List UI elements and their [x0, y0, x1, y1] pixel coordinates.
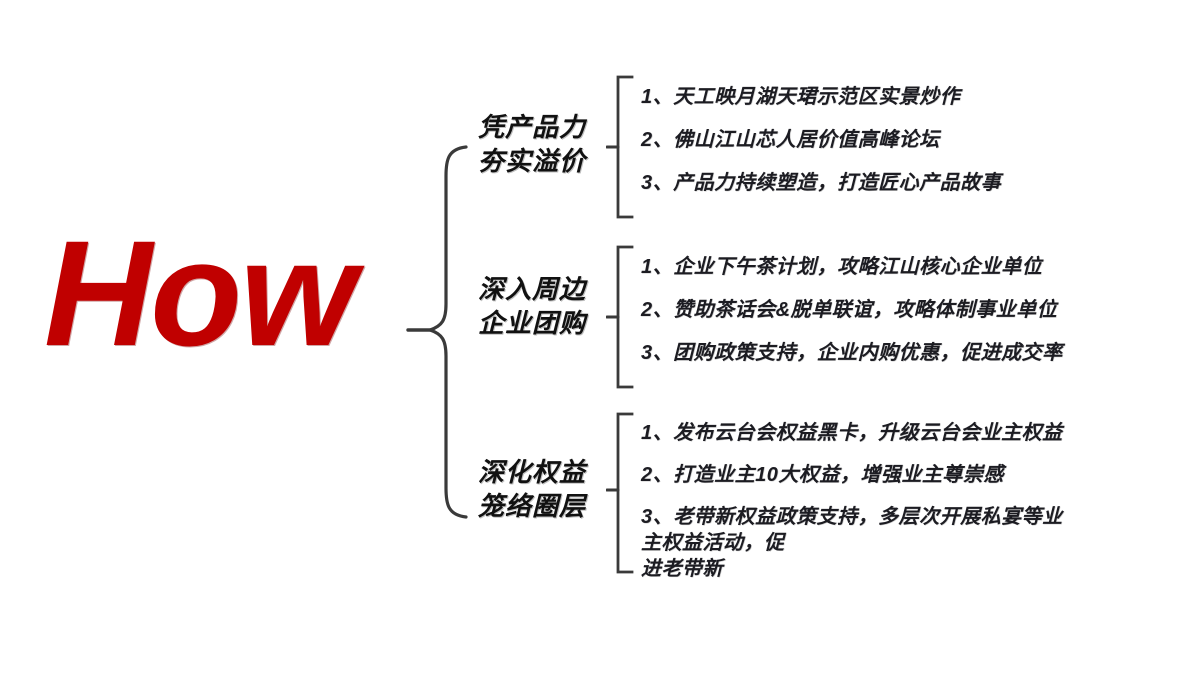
- list-item: 1、企业下午茶计划，攻略江山核心企业单位: [641, 256, 1043, 278]
- group-label-2-line2: 企业团购: [477, 308, 586, 338]
- group-label-1-line2: 夯实溢价: [477, 146, 586, 176]
- group-3-item-list: 1、发布云台会权益黑卡，升级云台会业主权益 2、打造业主10大权益，增强业主尊崇…: [641, 420, 1071, 598]
- list-item: 1、天工映月湖天珺示范区实景炒作: [641, 86, 961, 108]
- list-item: 1、发布云台会权益黑卡，升级云台会业主权益: [641, 422, 1063, 444]
- list-item: 2、佛山江山芯人居价值高峰论坛: [641, 129, 940, 151]
- group-1-item-list: 1、天工映月湖天珺示范区实景炒作 2、佛山江山芯人居价值高峰论坛 3、产品力持续…: [641, 84, 1001, 196]
- group-label-3: 深化权益 笼络圈层: [452, 455, 612, 523]
- group-label-1: 凭产品力 夯实溢价: [452, 110, 612, 178]
- group-2-item-list: 1、企业下午茶计划，攻略江山核心企业单位 2、赞助茶话会&脱单联谊，攻略体制事业…: [641, 254, 1063, 366]
- list-item: 2、打造业主10大权益，增强业主尊崇感: [641, 464, 1004, 486]
- group-label-3-line2: 笼络圈层: [477, 491, 586, 521]
- left-curly-brace-icon: [404, 144, 474, 520]
- list-item: 2、赞助茶话会&脱单联谊，攻略体制事业单位: [641, 299, 1058, 321]
- page-title: How: [44, 209, 357, 377]
- list-item: 3、产品力持续塑造，打造匠心产品故事: [641, 172, 1002, 194]
- group-label-3-line1: 深化权益: [477, 457, 586, 487]
- square-bracket-icon-3: [606, 411, 640, 575]
- group-label-2-line1: 深入周边: [477, 274, 586, 304]
- group-label-1-line1: 凭产品力: [477, 112, 586, 142]
- square-bracket-icon-2: [606, 244, 640, 390]
- square-bracket-icon-1: [606, 74, 640, 220]
- group-label-2: 深入周边 企业团购: [452, 272, 612, 340]
- list-item: 3、老带新权益政策支持，多层次开展私宴等业主权益活动，促 进老带新: [641, 506, 1063, 580]
- list-item: 3、团购政策支持，企业内购优惠，促进成交率: [641, 342, 1063, 364]
